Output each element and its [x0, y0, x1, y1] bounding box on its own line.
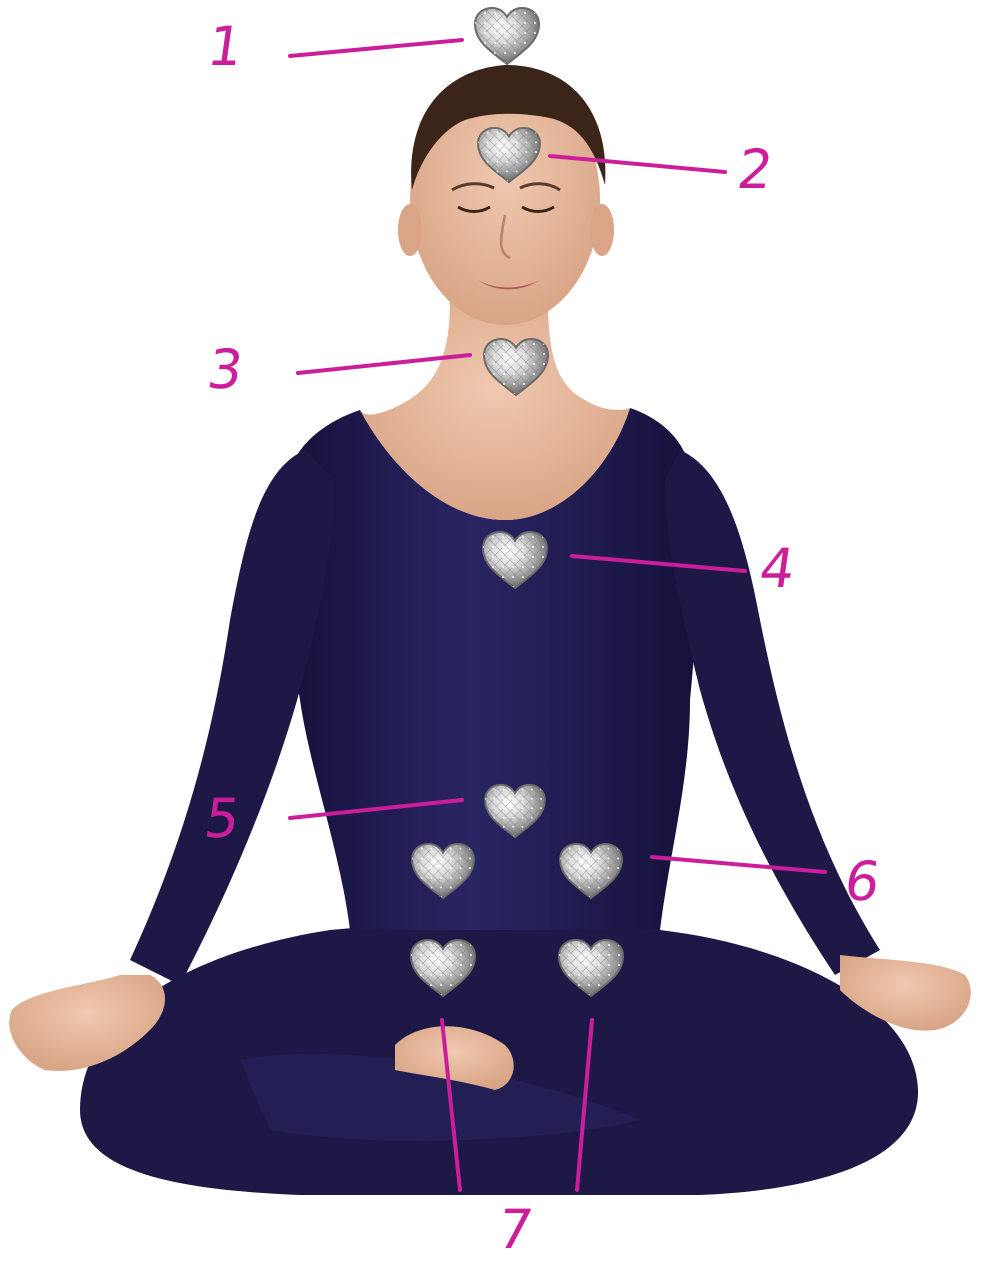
meditation-figure	[9, 65, 971, 1195]
leader-line-1	[290, 40, 462, 56]
heart-marker-1	[475, 8, 539, 64]
